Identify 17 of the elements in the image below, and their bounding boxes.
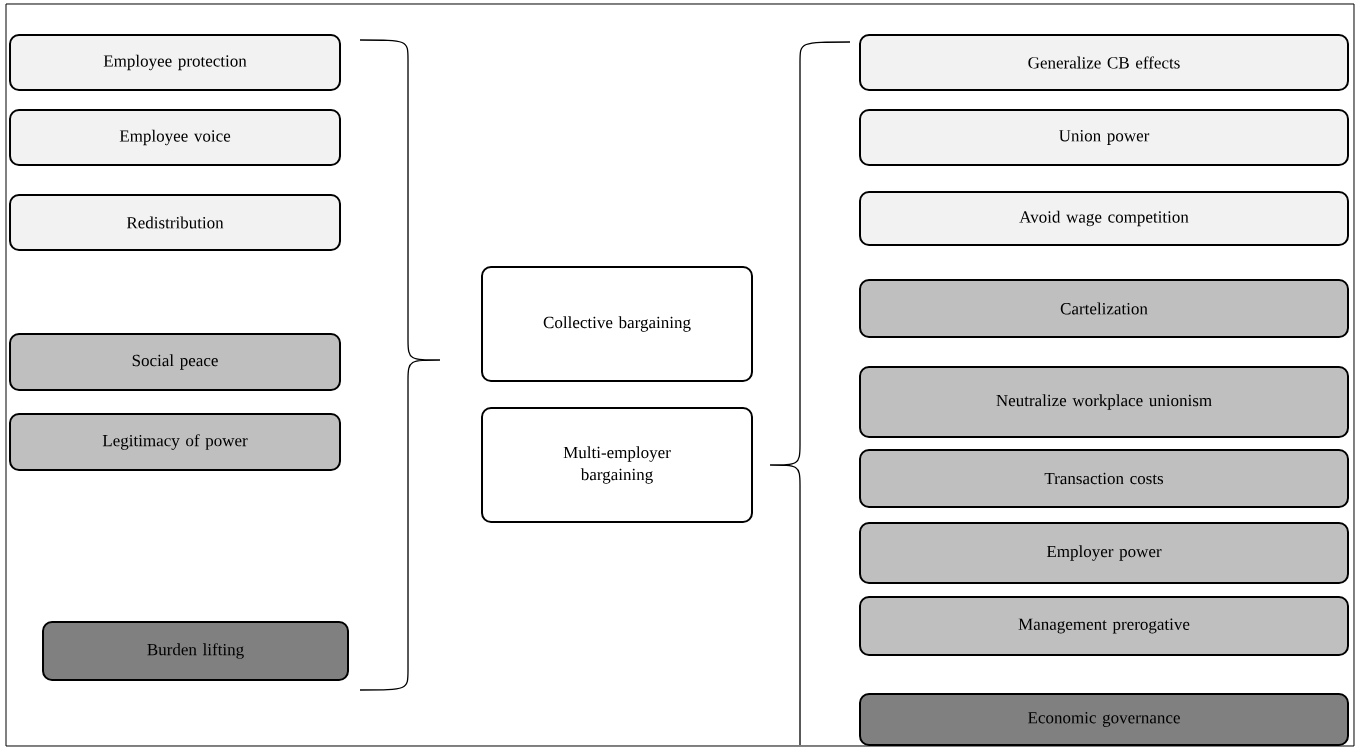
- text-box: Employee protection: [9, 34, 341, 91]
- text-box: Management prerogative: [859, 596, 1349, 656]
- text-box: Multi-employer bargaining: [481, 407, 753, 523]
- text-box: Social peace: [9, 333, 341, 391]
- text-box: Legitimacy of power: [9, 413, 341, 471]
- text-box: Neutralize workplace unionism: [859, 366, 1349, 438]
- text-box: Union power: [859, 109, 1349, 166]
- text-box: Burden lifting: [42, 621, 349, 681]
- text-box: Generalize CB effects: [859, 34, 1349, 91]
- text-box: Employee voice: [9, 109, 341, 166]
- text-box: Avoid wage competition: [859, 191, 1349, 246]
- text-box: Employer power: [859, 522, 1349, 584]
- text-box: Collective bargaining: [481, 266, 753, 382]
- text-box: Redistribution: [9, 194, 341, 251]
- text-box: Economic governance: [859, 693, 1349, 746]
- text-box: Cartelization: [859, 279, 1349, 338]
- text-box: Transaction costs: [859, 449, 1349, 508]
